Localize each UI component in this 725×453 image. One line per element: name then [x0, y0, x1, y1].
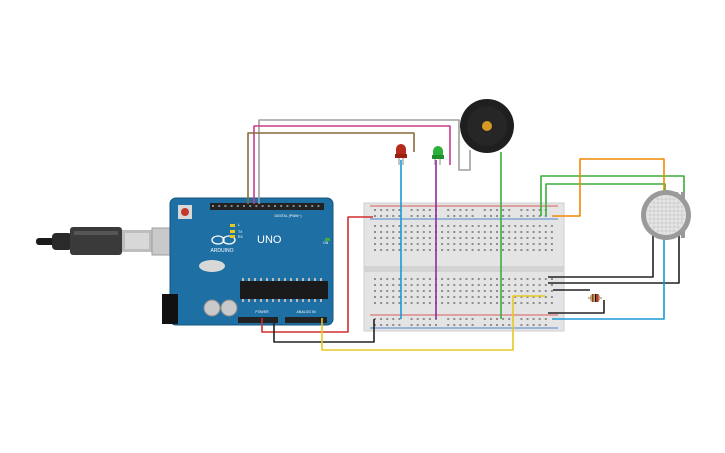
breadboard[interactable] — [363, 202, 565, 332]
board-model: UNO — [257, 234, 282, 246]
led-on-indicator — [325, 238, 330, 241]
led-tx-indicator — [230, 230, 235, 233]
arduino-logo-icon — [211, 235, 225, 245]
wire-black[interactable] — [273, 318, 375, 343]
led-l-indicator — [230, 224, 235, 227]
usb-cable[interactable] — [36, 227, 152, 255]
wire-brown[interactable] — [247, 132, 415, 204]
power-jack — [162, 294, 178, 324]
digital-header[interactable] — [210, 203, 324, 210]
wire-green-sensor-2[interactable] — [545, 183, 666, 216]
gas-sensor[interactable] — [641, 190, 691, 240]
power-label: POWER — [255, 310, 269, 314]
green-led[interactable] — [432, 146, 444, 165]
analog-header[interactable] — [285, 317, 327, 323]
pin-label-l: L — [238, 223, 240, 227]
digital-label: DIGITAL (PWM~) — [274, 214, 301, 218]
wires — [247, 119, 685, 351]
capacitor-1 — [203, 299, 221, 317]
breadboard-center-channel — [364, 266, 564, 272]
wire-blue-sensor[interactable] — [552, 234, 665, 320]
led-rx-indicator — [230, 235, 235, 238]
wire-gray[interactable] — [258, 119, 471, 204]
wire-black-sensor-2[interactable] — [548, 234, 680, 284]
piezo-buzzer[interactable] — [460, 99, 514, 153]
wire-orange[interactable] — [552, 158, 665, 217]
wire-red[interactable] — [261, 216, 373, 333]
crystal — [199, 260, 225, 272]
atmega-chip — [240, 281, 328, 299]
wire-pink[interactable] — [253, 125, 451, 204]
wire-black-sensor-1[interactable] — [548, 234, 654, 278]
analog-label: ANALOG IN — [296, 310, 316, 314]
power-header[interactable] — [238, 317, 278, 323]
pin-label-rx: RX — [238, 235, 244, 239]
capacitor-2 — [220, 299, 238, 317]
resistor[interactable] — [588, 294, 602, 302]
wire-yellow[interactable] — [321, 295, 545, 351]
wire-green-sensor-1[interactable] — [540, 175, 685, 216]
board-brand: ARDUINO — [210, 248, 233, 254]
arduino-board-body — [169, 197, 334, 326]
wire-black-lower[interactable] — [548, 300, 605, 314]
arduino-uno[interactable]: ARDUINO UNO DIGITAL (PWM~) POWER ANALOG … — [151, 197, 334, 326]
red-led[interactable] — [395, 144, 407, 165]
pin-label-on: ON — [323, 241, 329, 245]
pin-label-tx: TX — [238, 230, 243, 234]
